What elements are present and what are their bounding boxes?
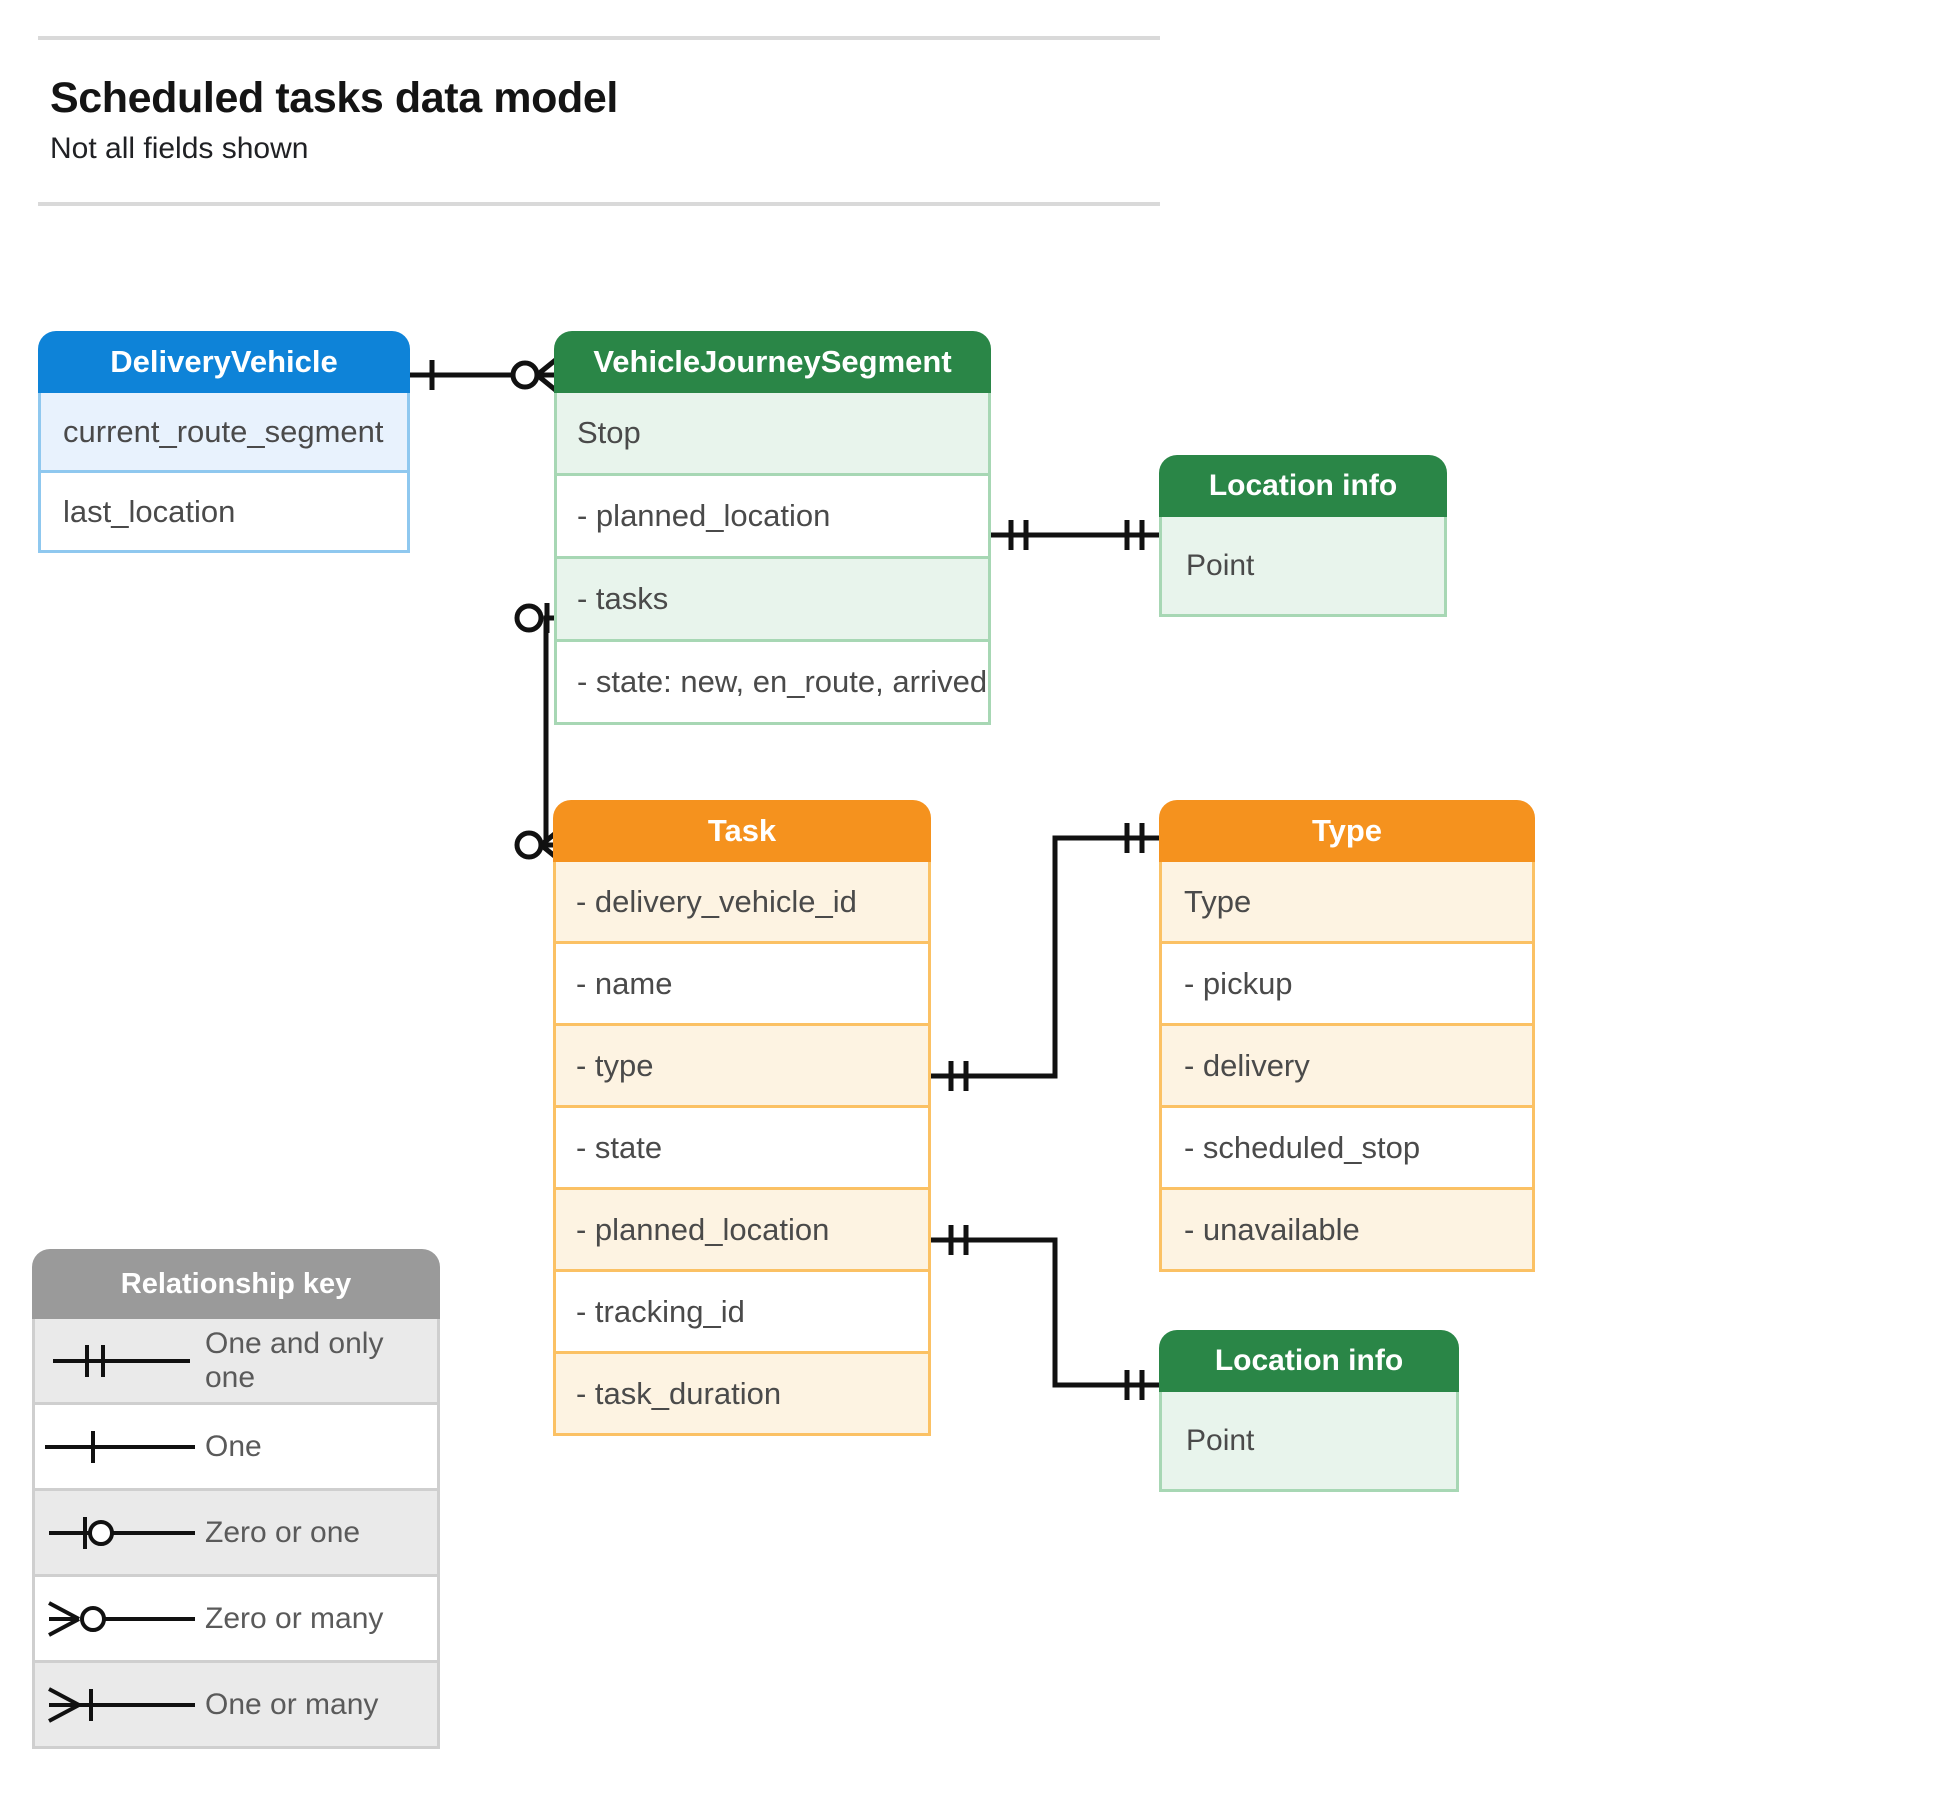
page-title: Scheduled tasks data model	[50, 74, 618, 122]
entity-type-title: Type	[1159, 800, 1535, 862]
entity-locationinfo-bottom-title: Location info	[1159, 1330, 1459, 1392]
relationship-key-row-zero-or-many: Zero or many	[32, 1577, 440, 1663]
zero-or-one-icon	[35, 1491, 205, 1574]
entity-type-field-0: Type	[1159, 862, 1535, 944]
relationship-key-row-zero-or-one: Zero or one	[32, 1491, 440, 1577]
entity-type-field-4: - unavailable	[1159, 1190, 1535, 1272]
entity-locationinfo-top[interactable]: Location info Point	[1159, 455, 1447, 617]
entity-task-field-2: - type	[553, 1026, 931, 1108]
relationship-key-label-3: Zero or many	[205, 1601, 384, 1635]
entity-type-field-2: - delivery	[1159, 1026, 1535, 1108]
entity-task-field-3: - state	[553, 1108, 931, 1190]
relationship-key-label-2: Zero or one	[205, 1515, 361, 1549]
entity-type-field-3: - scheduled_stop	[1159, 1108, 1535, 1190]
entity-task-field-6: - task_duration	[553, 1354, 931, 1436]
entity-task-field-0: - delivery_vehicle_id	[553, 862, 931, 944]
entity-deliveryvehicle-field-0: current_route_segment	[38, 393, 410, 473]
relationship-key-row-one: One	[32, 1405, 440, 1491]
entity-vehiclejourneysegment-field-0: Stop	[554, 393, 991, 476]
connector-task-location	[931, 1237, 1159, 1388]
entity-vehiclejourneysegment-field-1: - planned_location	[554, 476, 991, 559]
entity-vehiclejourneysegment-field-2: - tasks	[554, 559, 991, 642]
entity-vehiclejourneysegment[interactable]: VehicleJourneySegment Stop - planned_loc…	[554, 331, 991, 725]
entity-task-field-5: - tracking_id	[553, 1272, 931, 1354]
one-or-many-icon	[35, 1663, 205, 1746]
zero-or-many-icon	[35, 1577, 205, 1660]
entity-deliveryvehicle[interactable]: DeliveryVehicle current_route_segment la…	[38, 331, 410, 553]
entity-task[interactable]: Task - delivery_vehicle_id - name - type…	[553, 800, 931, 1436]
page-subtitle: Not all fields shown	[50, 132, 309, 165]
connector-task-type	[931, 835, 1159, 1079]
entity-deliveryvehicle-field-1: last_location	[38, 473, 410, 553]
entity-task-field-4: - planned_location	[553, 1190, 931, 1272]
relationship-key-label-4: One or many	[205, 1687, 379, 1721]
entity-locationinfo-top-field-0: Point	[1159, 517, 1447, 617]
entity-locationinfo-bottom[interactable]: Location info Point	[1159, 1330, 1459, 1492]
relationship-key-legend: Relationship key One and only one One Ze…	[32, 1249, 440, 1749]
header-divider-top	[38, 36, 1160, 40]
entity-vehiclejourneysegment-field-3: - state: new, en_route, arrived	[554, 642, 991, 725]
header-divider-bottom	[38, 202, 1160, 206]
relationship-key-label-0: One and only one	[205, 1326, 384, 1394]
entity-type-field-1: - pickup	[1159, 944, 1535, 1026]
entity-locationinfo-top-title: Location info	[1159, 455, 1447, 517]
one-and-only-one-icon	[35, 1319, 205, 1402]
entity-type[interactable]: Type Type - pickup - delivery - schedule…	[1159, 800, 1535, 1272]
one-icon	[35, 1405, 205, 1488]
entity-deliveryvehicle-title: DeliveryVehicle	[38, 331, 410, 393]
relationship-key-row-one-and-only-one: One and only one	[32, 1319, 440, 1405]
relationship-key-title: Relationship key	[32, 1249, 440, 1319]
relationship-key-row-one-or-many: One or many	[32, 1663, 440, 1749]
entity-vehiclejourneysegment-title: VehicleJourneySegment	[554, 331, 991, 393]
entity-task-title: Task	[553, 800, 931, 862]
entity-locationinfo-bottom-field-0: Point	[1159, 1392, 1459, 1492]
entity-task-field-1: - name	[553, 944, 931, 1026]
relationship-key-label-1: One	[205, 1429, 262, 1463]
